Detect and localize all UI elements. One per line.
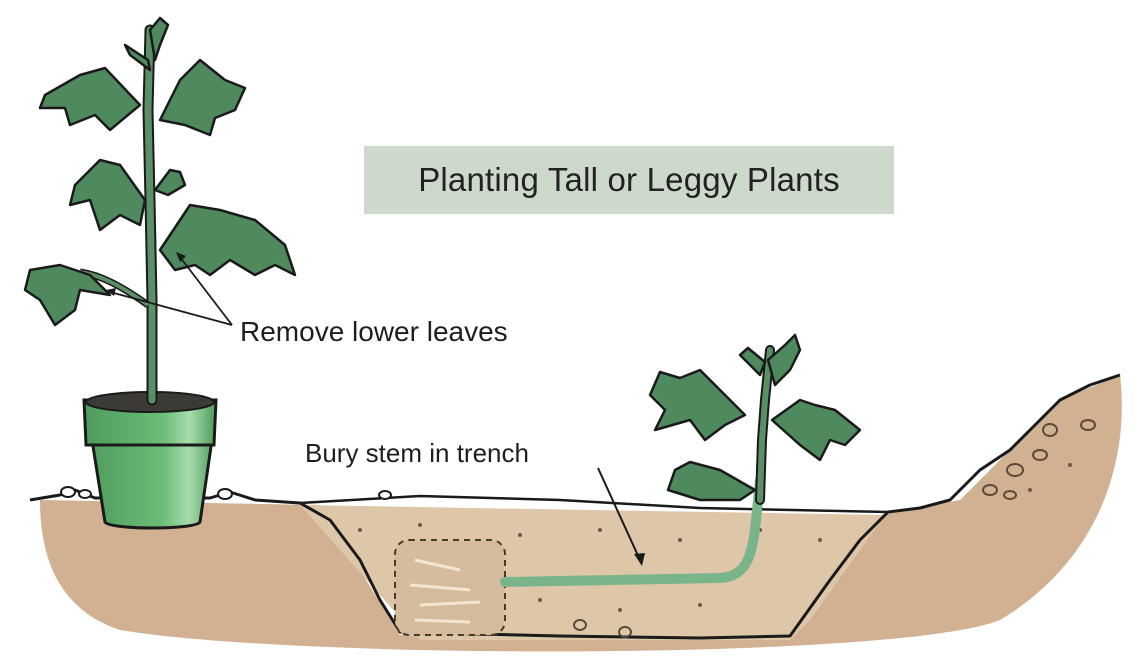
bury-stem-label: Bury stem in trench: [305, 438, 529, 468]
bury-arrow: [597, 467, 645, 566]
title-banner: Planting Tall or Leggy Plants: [364, 146, 894, 214]
potted-tall-plant: [23, 16, 297, 530]
remove-leaves-label: Remove lower leaves: [240, 316, 508, 347]
diagram-title: Planting Tall or Leggy Plants: [418, 161, 840, 198]
surface-pebbles: [60, 486, 392, 500]
trench-planted-seedling: [394, 333, 862, 636]
